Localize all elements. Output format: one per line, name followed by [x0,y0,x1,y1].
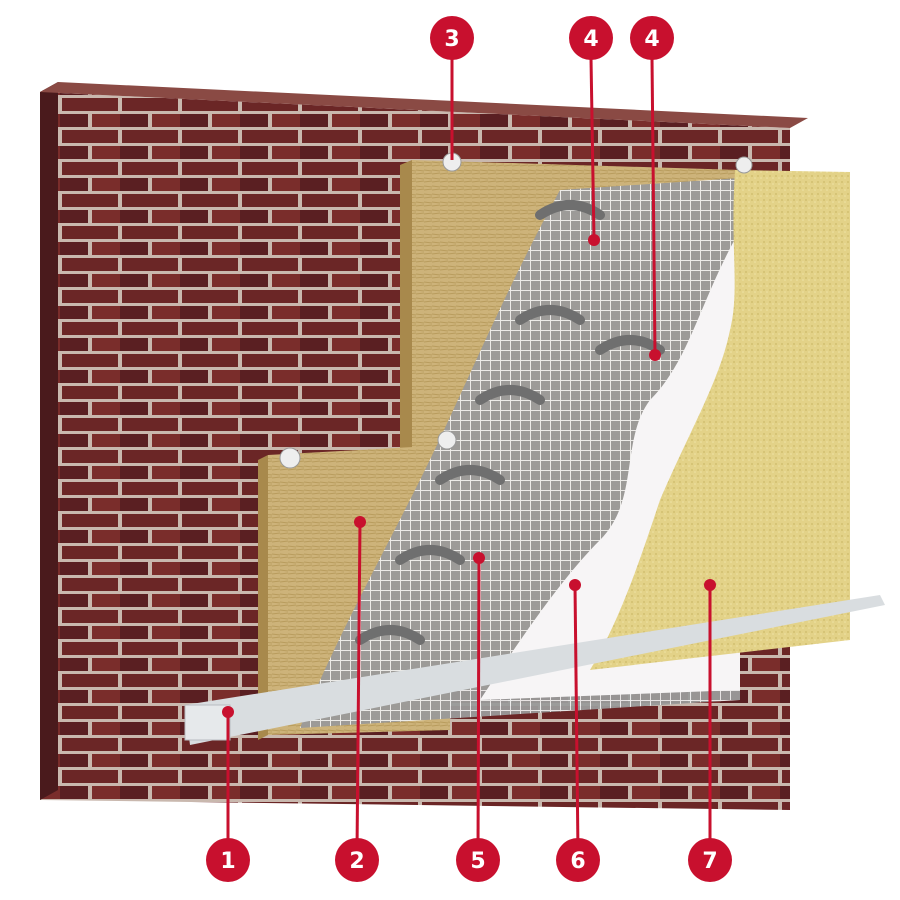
callout-line-4b [650,57,657,356]
numbered-red-circle-icon [456,838,500,882]
callout-line-5 [476,557,481,853]
brick-wall-side [40,82,58,800]
callout-dot-1 [222,706,234,718]
decorative-plaster [590,170,850,670]
marker-label: 7 [702,849,717,874]
callout-dot-2 [354,516,366,528]
numbered-red-circle-icon [206,838,250,882]
callout-line-2 [355,521,362,853]
marker-4b: 4 [630,16,674,60]
marker-2: 2 [335,838,379,882]
numbered-red-circle-icon [630,16,674,60]
callout-endpoints [222,234,716,718]
marker-label: 3 [444,27,459,52]
marker-label: 1 [220,849,235,874]
marker-label: 5 [470,849,485,874]
marker-7: 7 [688,838,732,882]
adhesive-swirls [355,200,665,645]
marker-label: 6 [570,849,585,874]
callout-dot-4b [649,349,661,361]
numbered-red-circle-icon [430,16,474,60]
numbered-red-circle-icon [335,838,379,882]
dowel-anchor-icon [735,156,753,174]
callout-line-6 [573,584,580,853]
marker-1: 1 [206,838,250,882]
marker-label: 4 [583,27,598,52]
numbered-markers: 1 2 3 4 4 5 6 7 [206,16,732,882]
callout-dot-4a [588,234,600,246]
dowel-anchor-icon [279,447,301,469]
numbered-red-circle-icon [569,16,613,60]
numbered-red-circle-icon [556,838,600,882]
dowel-anchor-icon [437,430,457,450]
callout-dot-6 [569,579,581,591]
marker-4a: 4 [569,16,613,60]
marker-5: 5 [456,838,500,882]
marker-label: 2 [349,849,364,874]
marker-6: 6 [556,838,600,882]
marker-label: 4 [644,27,659,52]
callout-line-4a [589,57,596,241]
insulation-board-lower-edge [258,455,268,740]
numbered-red-circle-icon [688,838,732,882]
marker-3: 3 [430,16,474,60]
callout-dot-5 [473,552,485,564]
dowel-anchors [279,152,753,469]
callout-lines [226,57,712,853]
brick-wall-top [40,82,808,128]
callout-dot-7 [704,579,716,591]
